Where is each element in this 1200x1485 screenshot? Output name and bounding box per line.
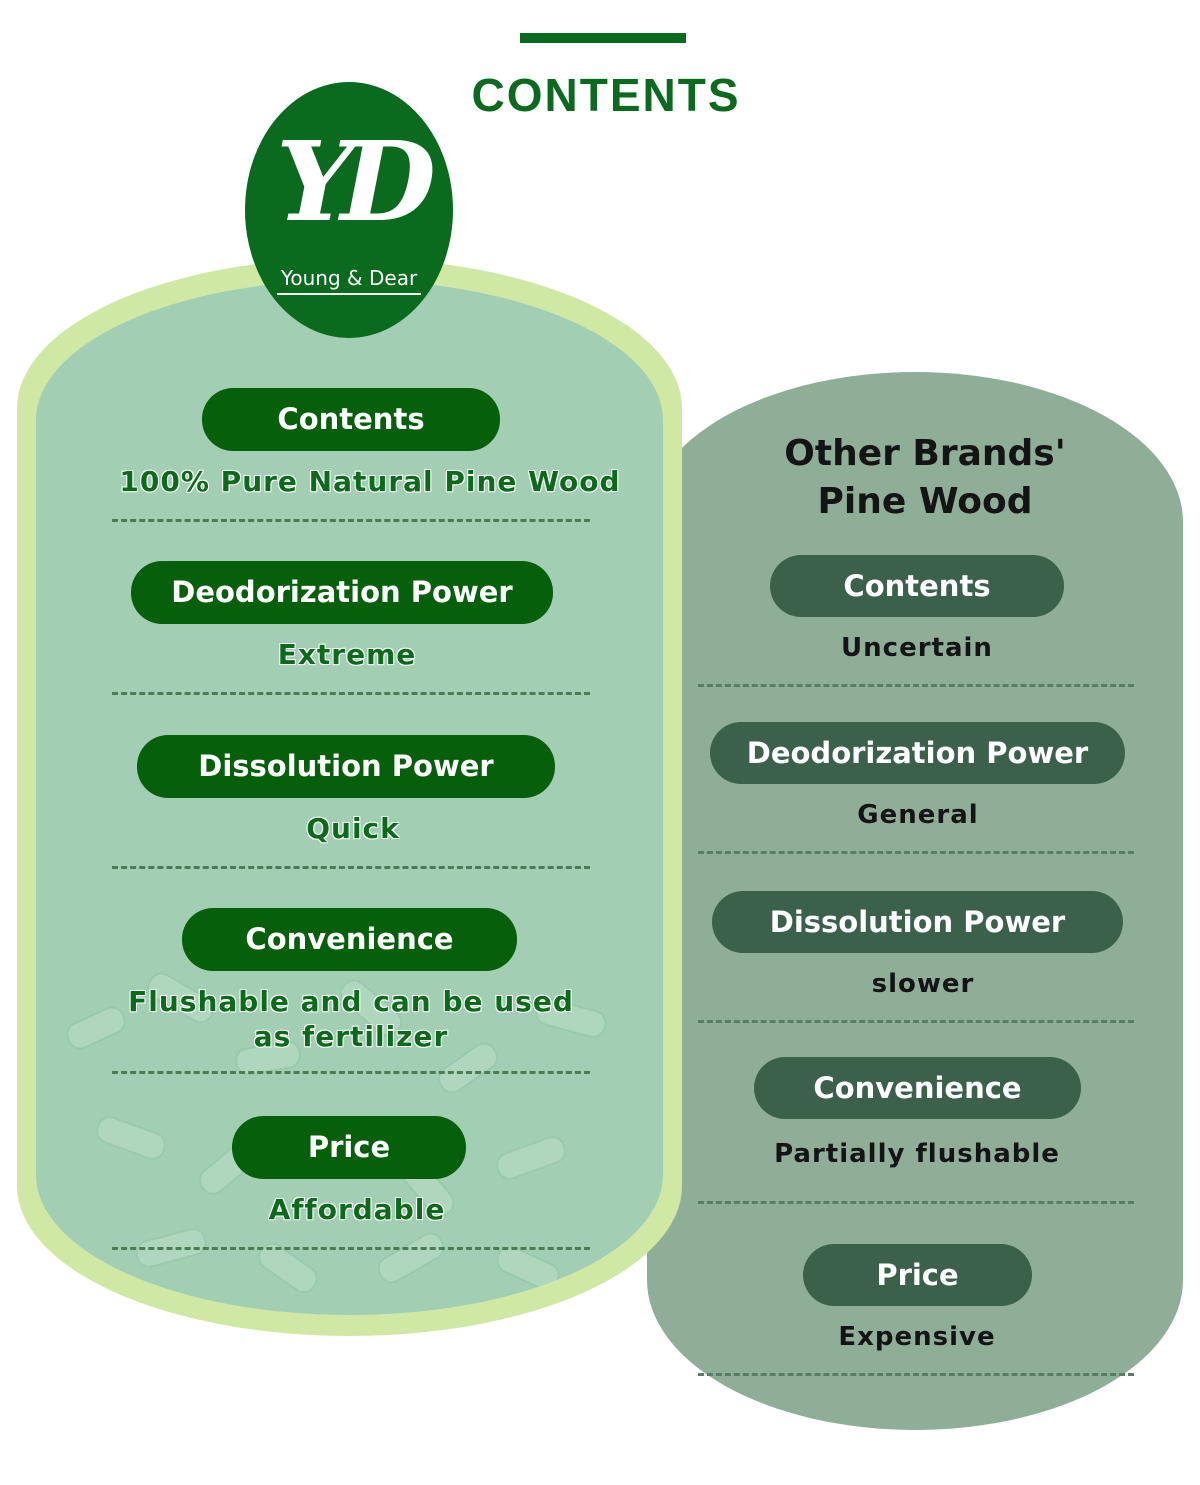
divider	[112, 866, 590, 869]
yd-deodorization-value: Extreme	[277, 638, 417, 671]
divider	[698, 684, 1134, 687]
title-accent-bar	[520, 33, 686, 43]
yd-convenience-pill: Convenience	[182, 908, 517, 971]
yd-dissolution-pill: Dissolution Power	[137, 735, 555, 798]
yd-contents-pill: Contents	[202, 388, 500, 451]
ob-convenience-pill: Convenience	[754, 1057, 1081, 1119]
page-title: CONTENTS	[471, 69, 741, 121]
ob-dissolution-value: slower	[871, 969, 975, 999]
logo-monogram: YD	[276, 117, 436, 246]
logo-brand-text: Young & Dear	[280, 266, 418, 290]
divider	[698, 1201, 1134, 1204]
divider	[698, 1373, 1134, 1376]
yd-dissolution-value: Quick	[306, 812, 400, 845]
yd-convenience-value: Flushable and can be used as fertilizer	[128, 985, 574, 1053]
divider	[112, 692, 590, 695]
ob-deodorization-pill: Deodorization Power	[710, 722, 1125, 784]
logo-underline	[277, 293, 421, 295]
yd-contents-value: 100% Pure Natural Pine Wood	[119, 465, 621, 498]
ob-convenience-value: Partially flushable	[774, 1139, 1060, 1169]
divider	[112, 519, 590, 522]
ob-contents-value: Uncertain	[841, 633, 993, 663]
divider	[698, 1020, 1134, 1023]
young-dear-logo: YD Young & Dear	[245, 82, 453, 338]
other-brands-heading: Other Brands' Pine Wood	[784, 433, 1066, 522]
yd-price-value: Affordable	[268, 1193, 446, 1226]
divider	[112, 1247, 590, 1250]
ob-price-pill: Price	[803, 1244, 1032, 1306]
ob-deodorization-value: General	[857, 800, 979, 830]
yd-price-pill: Price	[232, 1116, 466, 1179]
ob-dissolution-pill: Dissolution Power	[712, 891, 1123, 953]
ob-contents-pill: Contents	[770, 555, 1064, 617]
divider	[112, 1071, 590, 1074]
yd-deodorization-pill: Deodorization Power	[131, 561, 553, 624]
ob-price-value: Expensive	[838, 1322, 996, 1352]
divider	[698, 851, 1134, 854]
